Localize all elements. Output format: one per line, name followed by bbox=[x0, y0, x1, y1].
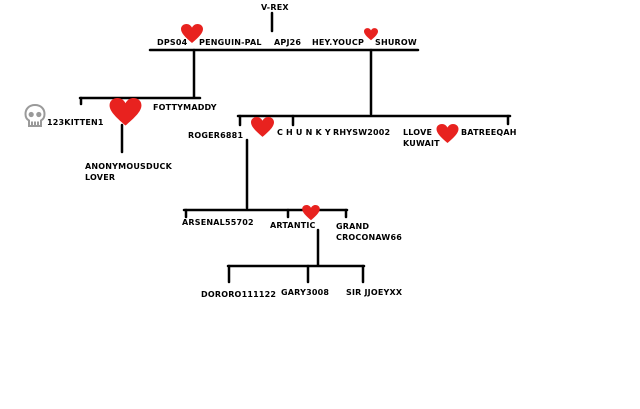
node-gary3008: GARY3008 bbox=[281, 288, 330, 297]
node-sir-jjoeyxx: SIR JJOEYXX bbox=[346, 288, 403, 297]
node-artantic: ARTANTIC bbox=[270, 221, 316, 230]
node-roger6881: ROGER6881 bbox=[188, 131, 244, 140]
node-grand-croconaw66: GRAND CROCONAW66 bbox=[336, 222, 402, 242]
node-anonymousduck-lover: ANONYMOUSDUCK LOVER bbox=[85, 162, 173, 182]
node-chunky: C H U N K Y bbox=[277, 128, 331, 137]
heart-icon bbox=[181, 24, 203, 43]
node-hey-youcp: HEY.YOUCP bbox=[312, 38, 365, 47]
node-vrex: V-REX bbox=[261, 3, 289, 12]
node-arsenal55702: ARSENAL55702 bbox=[182, 218, 254, 227]
heart-icon bbox=[109, 98, 142, 126]
node-penguin-pal: PENGUIN-PAL bbox=[199, 38, 262, 47]
node-fottymaddy: FOTTYMADDY bbox=[153, 103, 217, 112]
node-shurow: SHUROW bbox=[375, 38, 417, 47]
node-apj26: APJ26 bbox=[274, 38, 302, 47]
node-llove-kuwait: LLOVE KUWAIT bbox=[403, 128, 440, 148]
node-dororo111122: DORORO111122 bbox=[201, 290, 277, 299]
heart-icon bbox=[364, 28, 378, 41]
heart-icon bbox=[251, 117, 274, 137]
node-dps04: DPS04 bbox=[157, 38, 188, 47]
heart-icon bbox=[302, 205, 320, 221]
node-123kitten1: 123KITTEN1 bbox=[47, 118, 104, 127]
node-rhysw2002: RHYSW2002 bbox=[333, 128, 391, 137]
node-batreeqah: BATREEQAH bbox=[461, 128, 517, 137]
skull-icon bbox=[24, 104, 46, 127]
heart-icon bbox=[436, 124, 459, 143]
